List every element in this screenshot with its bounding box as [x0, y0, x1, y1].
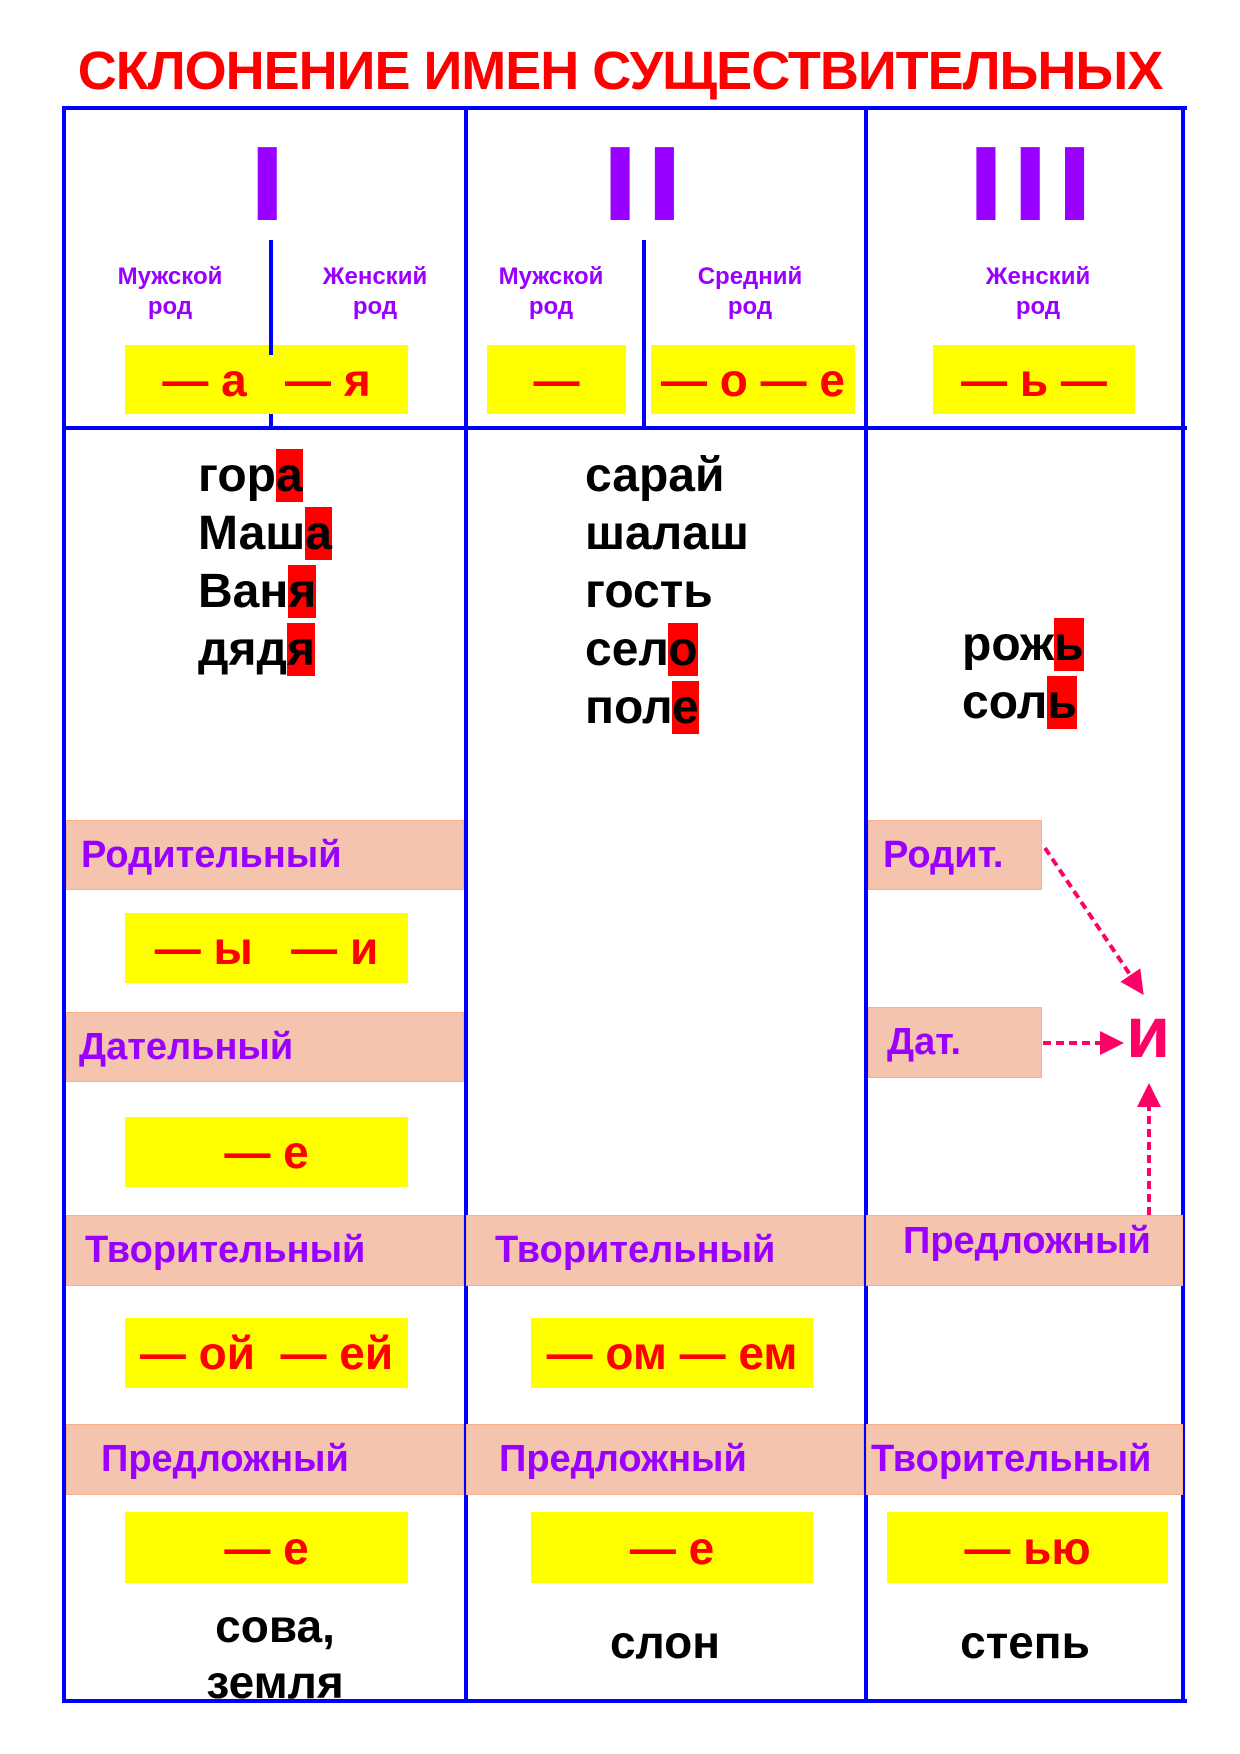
ending-box: — ой — ей	[125, 1318, 408, 1388]
ending-box: — е	[531, 1512, 813, 1583]
example-word: слон	[609, 1616, 721, 1668]
column-divider-1	[464, 106, 468, 1703]
gender-divider-2	[642, 240, 646, 428]
ending-box: — ь —	[933, 345, 1135, 414]
word-list: рожь соль	[962, 616, 1084, 732]
column-divider-2	[864, 106, 868, 1703]
table-border-bottom	[64, 1699, 1187, 1703]
ending-box: — ы — и	[125, 913, 408, 983]
ending-box: — а — я	[125, 345, 408, 414]
gender-divider-overlap	[269, 345, 273, 355]
header-divider	[64, 426, 1187, 430]
case-label: Предложный	[866, 1215, 1183, 1286]
case-label: Творительный	[66, 1215, 464, 1286]
list-item: Маша	[198, 507, 332, 560]
case-label: Родительный	[66, 820, 464, 890]
case-label: Творительный	[866, 1424, 1183, 1495]
list-item: дядя	[198, 623, 315, 676]
ending-box: — о — е	[651, 345, 855, 414]
common-ending-letter: и	[1126, 993, 1171, 1073]
example-word: сова,земля	[206, 1600, 344, 1708]
example-word: степь	[960, 1616, 1090, 1668]
word-list: сарай шалаш гость село поле	[585, 447, 749, 737]
list-item: соль	[962, 676, 1077, 729]
ending-box: — е	[125, 1117, 408, 1187]
gender-divider-1	[269, 240, 273, 428]
list-item: село	[585, 623, 698, 676]
ending-box: — ом — ем	[531, 1318, 813, 1388]
case-label: Творительный	[466, 1215, 864, 1286]
case-label: Предложный	[466, 1424, 864, 1495]
numeral-i: I	[248, 125, 294, 243]
table-border-right	[1181, 106, 1185, 1703]
list-item: Ваня	[198, 565, 317, 618]
list-item: гость	[585, 565, 713, 618]
arrow-genitive	[1043, 846, 1144, 995]
numeral-ii: II	[601, 125, 691, 243]
page-title: СКЛОНЕНИЕ ИМЕН СУЩЕСТВИТЕЛЬНЫХ	[77, 41, 1163, 101]
ending-box: —	[487, 345, 626, 414]
list-item: поле	[585, 681, 699, 734]
table-border-left	[62, 106, 66, 1703]
table-border-top	[64, 106, 1187, 110]
list-item: рожь	[962, 618, 1084, 671]
case-label: Предложный	[66, 1424, 464, 1495]
list-item: сарай	[585, 449, 725, 502]
word-list: гора Маша Ваня дядя	[198, 447, 332, 679]
case-label: Родит.	[868, 820, 1042, 890]
case-label: Дат.	[868, 1007, 1042, 1078]
numeral-iii: III	[967, 125, 1101, 243]
list-item: шалаш	[585, 507, 749, 560]
list-item: гора	[198, 449, 303, 502]
case-label: Дательный	[66, 1012, 464, 1082]
ending-box: — ью	[887, 1512, 1168, 1583]
ending-box: — е	[125, 1512, 408, 1583]
